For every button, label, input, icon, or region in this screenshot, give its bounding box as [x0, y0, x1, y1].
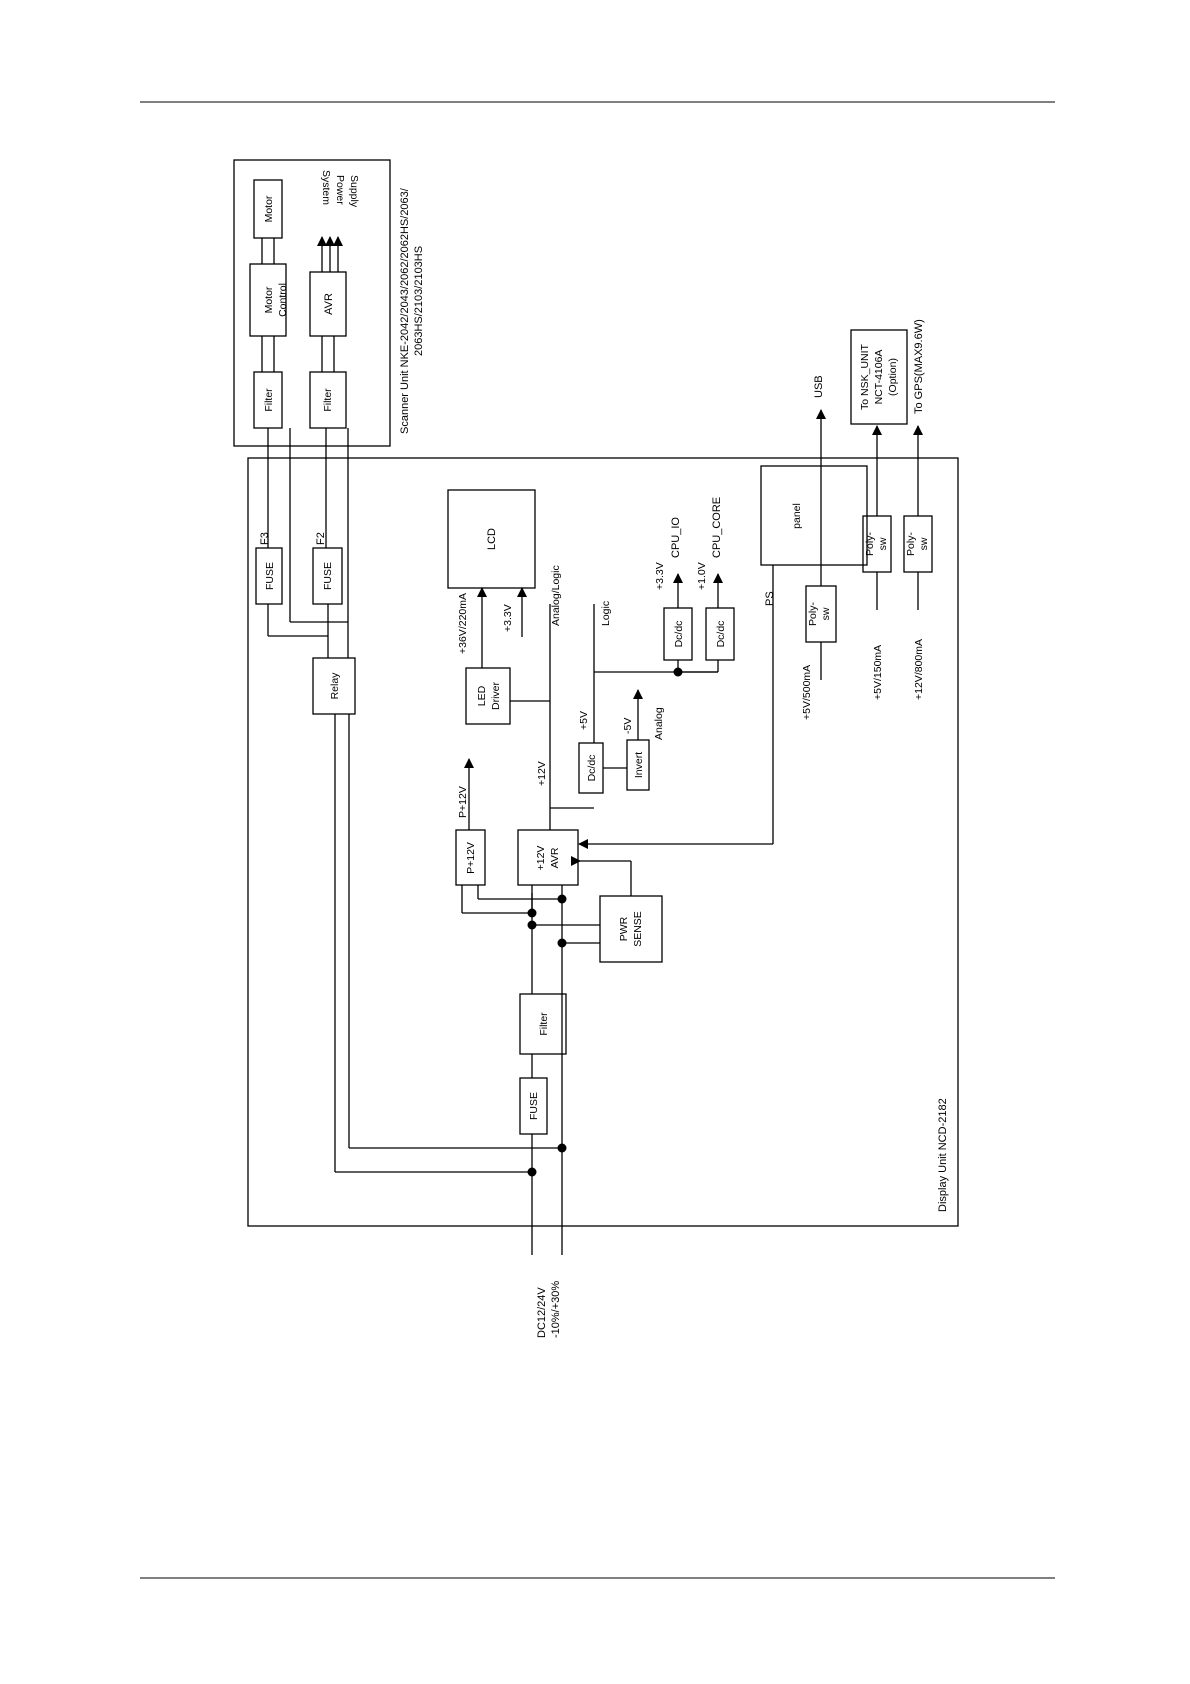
- p12v-box: [455, 829, 486, 886]
- poly-sw-nsk-label-2: sw: [877, 537, 889, 550]
- dcdc-cpu-io-label: Dc/dc: [673, 621, 685, 648]
- gps-current-label: +12V/800mA: [913, 639, 925, 700]
- main-filter-label: Filter: [538, 1012, 550, 1036]
- usb-current-label: +5V/500mA: [801, 665, 813, 720]
- avr-12v-box: [517, 829, 579, 886]
- cpu-io-label: CPU_IO: [670, 517, 682, 558]
- fuse-f3-ref: F3: [259, 532, 271, 545]
- relay-label: Relay: [329, 672, 341, 700]
- fuse-f3-label: FUSE: [264, 562, 276, 590]
- dcdc-cpu-core-label: Dc/dc: [715, 621, 727, 648]
- system-power-label-1: System: [320, 170, 332, 205]
- poly-sw-gps-label-1: Poly-: [905, 532, 917, 556]
- input-label-1: DC12/24V: [536, 1287, 548, 1338]
- v12-label: +12V: [536, 761, 548, 786]
- poly-sw-usb-label-2: sw: [820, 607, 832, 620]
- motor-control-label-2: Control: [277, 283, 289, 317]
- fuse-f3-box: [255, 547, 283, 605]
- motor-label: Motor: [263, 195, 275, 222]
- v36-label: +36V/220mA: [457, 593, 469, 654]
- panel-label: panel: [791, 503, 803, 529]
- avr-label-2: AVR: [549, 847, 561, 868]
- display-unit-title: Display Unit NCD-2182: [937, 1098, 949, 1212]
- motor-box: [253, 179, 283, 239]
- main-fuse-box: [519, 1077, 548, 1135]
- scanner-avr-box: [309, 271, 347, 337]
- scanner-filter-avr-box: [309, 371, 347, 429]
- motor-control-label-1: Motor: [263, 286, 275, 313]
- v10-label: +1.0V: [696, 562, 708, 590]
- usb-label: USB: [813, 375, 825, 398]
- analog-logic-label: Analog/Logic: [550, 565, 562, 626]
- led-driver-label-2: Driver: [490, 681, 502, 710]
- logic-label: Logic: [600, 601, 612, 626]
- led-driver-label-1: LED: [476, 685, 488, 706]
- main-filter-box: [519, 993, 567, 1055]
- dcdc-5v-label: Dc/dc: [586, 755, 598, 782]
- pwr-sense-label-2: SENSE: [632, 911, 644, 947]
- vm5-label: -5V: [622, 718, 634, 734]
- scanner-filter-avr-label: Filter: [322, 388, 334, 412]
- v5-label: +5V: [578, 711, 590, 730]
- panel-box: [760, 465, 868, 566]
- analog-label: Analog: [653, 707, 665, 740]
- nsk-current-label: +5V/150mA: [872, 645, 884, 700]
- v33-cpu-label: +3.3V: [654, 562, 666, 590]
- nsk-unit-box: [850, 329, 908, 425]
- motor-control-box: [249, 263, 287, 337]
- main-fuse-label: FUSE: [528, 1092, 540, 1120]
- nsk-unit-label-2: NCT-4106A: [873, 350, 885, 405]
- nsk-unit-label-3: (Option): [887, 358, 899, 396]
- lcd-label: LCD: [486, 528, 498, 550]
- nsk-unit-label-1: To NSK_UNIT: [859, 343, 871, 410]
- pwr-sense-box: [599, 895, 663, 963]
- scanner-unit-title-1: Scanner Unit NKE-2042/2043/2062/2062HS/2…: [399, 187, 411, 434]
- poly-sw-usb-label-1: Poly-: [807, 602, 819, 626]
- cpu-core-label: CPU_CORE: [711, 497, 723, 558]
- ps-label: PS: [764, 591, 776, 606]
- led-driver-box: [465, 667, 511, 725]
- dcdc-cpu-core-box: [705, 607, 735, 661]
- pwr-sense-label-1: PWR: [618, 916, 630, 941]
- input-label-2: -10%/+30%: [550, 1281, 562, 1338]
- system-power-label-3: Supply: [348, 175, 360, 208]
- p12-box-label: P+12V: [465, 842, 477, 874]
- scanner-unit-title-2: 2063HS/2103/2103HS: [413, 246, 425, 356]
- v33-lcd-label: +3.3V: [502, 604, 514, 632]
- fuse-f2-label: FUSE: [322, 562, 334, 590]
- gps-label: To GPS(MAX9.6W): [913, 319, 925, 414]
- system-power-label-2: Power: [334, 175, 346, 205]
- fuse-f2-ref: F2: [315, 532, 327, 545]
- lcd-box: [447, 489, 536, 589]
- poly-sw-nsk-label-1: Poly-: [864, 532, 876, 556]
- invert-label: Invert: [633, 752, 645, 778]
- scanner-unit-box: [233, 159, 391, 447]
- poly-sw-gps-label-2: sw: [918, 537, 930, 550]
- scanner-avr-label: AVR: [323, 293, 335, 315]
- avr-label-1: +12V: [535, 846, 547, 871]
- p12-label: P+12V: [457, 786, 469, 818]
- scanner-filter-motor-label: Filter: [263, 388, 275, 412]
- display-unit-box: [247, 457, 959, 1227]
- relay-box: [312, 657, 356, 715]
